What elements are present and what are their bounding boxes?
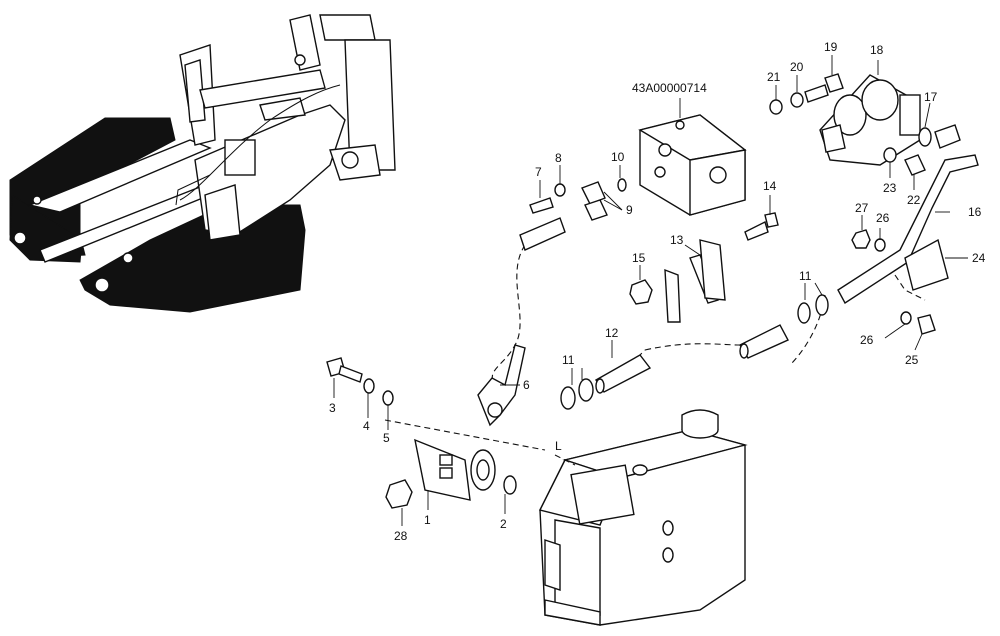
callout-24: 24 — [972, 251, 986, 265]
callout-9: 9 — [626, 203, 633, 217]
bolts-washers-nuts — [326, 73, 936, 509]
callout-20: 20 — [790, 60, 804, 74]
callout-26-lower: 26 — [860, 333, 874, 347]
callout-3: 3 — [329, 401, 336, 415]
callout-28: 28 — [394, 529, 408, 543]
callout-2: 2 — [500, 517, 507, 531]
pipe-bracket — [664, 239, 726, 323]
pipe-12 — [595, 354, 652, 394]
reference-code-label: 43A00000714 — [632, 81, 707, 95]
gear-pump — [819, 74, 921, 166]
callout-25: 25 — [905, 353, 919, 367]
callout-1: 1 — [424, 513, 431, 527]
callout-5: 5 — [383, 431, 390, 445]
callout-18: 18 — [870, 43, 884, 57]
callout-16: 16 — [968, 205, 982, 219]
callout-15: 15 — [632, 251, 646, 265]
callout-8: 8 — [555, 151, 562, 165]
pump-valve-block — [638, 114, 747, 216]
callout-17: 17 — [924, 90, 938, 104]
hose-line-16 — [837, 124, 979, 305]
callout-14: 14 — [763, 179, 777, 193]
callout-12: 12 — [605, 326, 619, 340]
machine-frame-assembly — [9, 14, 396, 313]
callout-labels: 43A00000714 L 1 2 3 4 5 6 7 8 9 10 11 11… — [329, 40, 986, 543]
callout-11-left: 11 — [562, 353, 575, 367]
callout-10: 10 — [611, 150, 625, 164]
callout-27: 27 — [855, 201, 869, 215]
callout-23: 23 — [883, 181, 897, 195]
leader-lines — [333, 55, 968, 526]
hose-6 — [477, 217, 566, 427]
line-marker-label: L — [555, 439, 562, 453]
callout-6: 6 — [523, 378, 530, 392]
callout-11-right: 11 — [799, 269, 812, 283]
hydraulic-tank — [538, 409, 748, 626]
callout-19: 19 — [824, 40, 838, 54]
pipe-13 — [739, 324, 789, 359]
callout-21: 21 — [767, 70, 781, 84]
callout-22: 22 — [907, 193, 921, 207]
callout-13: 13 — [670, 233, 684, 247]
callout-4: 4 — [363, 419, 370, 433]
return-hose — [384, 244, 926, 466]
flange-1 — [414, 438, 496, 501]
callout-26-upper: 26 — [876, 211, 890, 225]
bracket-24 — [904, 238, 949, 291]
callout-7: 7 — [535, 165, 542, 179]
